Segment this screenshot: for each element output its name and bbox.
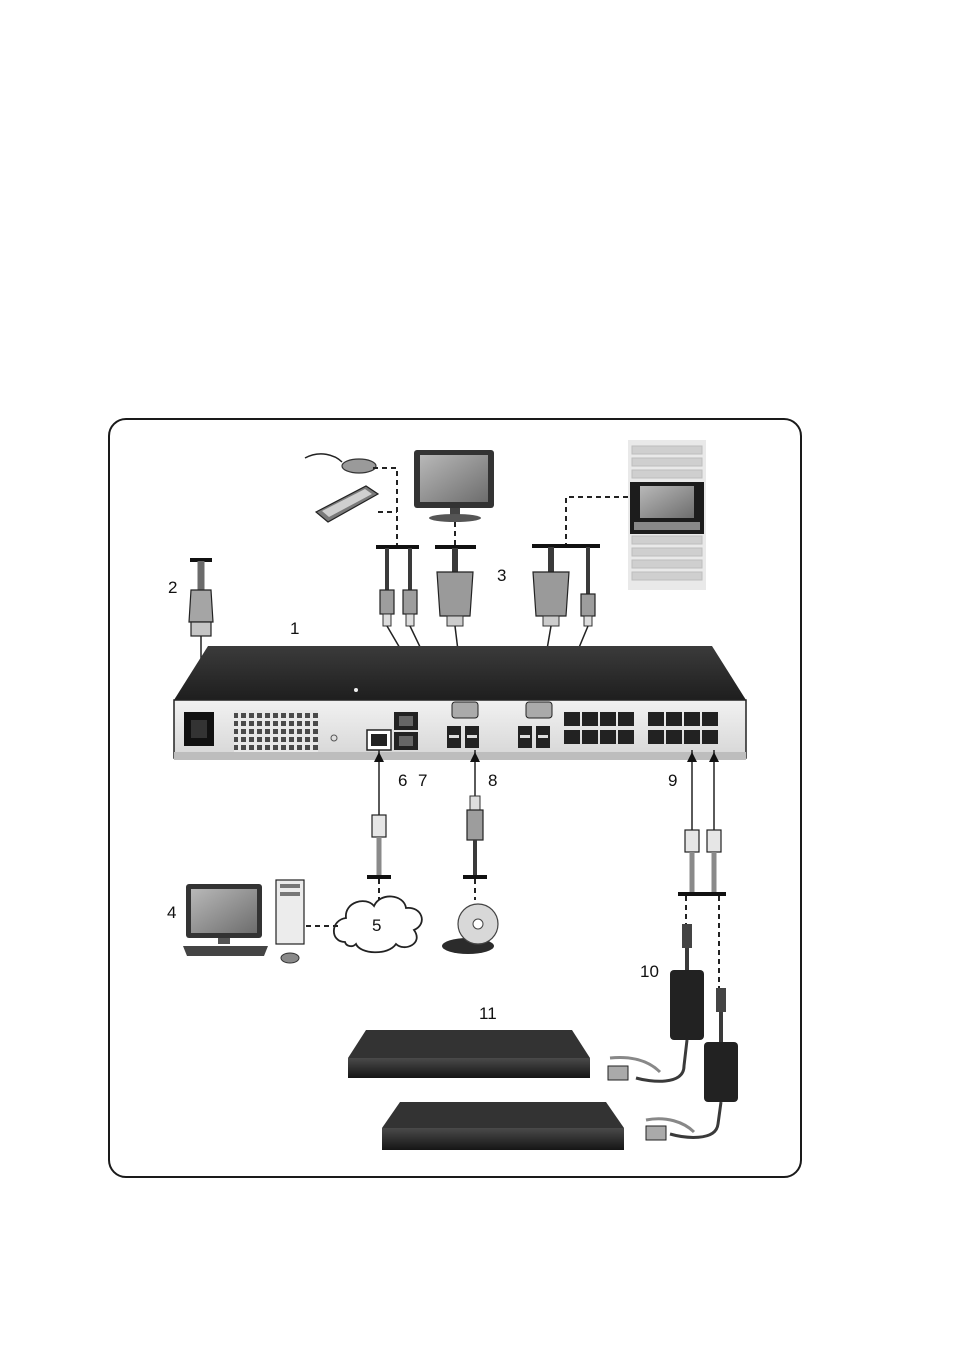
callout-1: 1 [290, 619, 299, 638]
callout-3: 3 [497, 566, 506, 585]
iq-module-1 [608, 924, 704, 1081]
callout-6: 6 [398, 771, 407, 790]
kvm-appliance [174, 646, 746, 760]
server-vga-usb-cables [533, 547, 595, 626]
keyboard-icon [316, 486, 378, 522]
callout-8: 8 [488, 771, 497, 790]
power-cord-icon [189, 560, 213, 636]
server-rack-icon [628, 440, 706, 590]
network-cable [367, 750, 391, 905]
target-server-1 [348, 1030, 590, 1078]
usb-media-cable [463, 750, 487, 900]
callout-5: 5 [372, 916, 381, 935]
callout-7: 7 [418, 771, 427, 790]
monitor-icon [414, 450, 494, 522]
remote-workstation-icon [183, 880, 304, 963]
cd-drive-icon [442, 904, 498, 954]
callout-9: 9 [668, 771, 677, 790]
mouse-icon [305, 454, 376, 473]
local-vga-cable [437, 548, 473, 626]
callout-2: 2 [168, 578, 177, 597]
local-usb-cables [380, 548, 417, 626]
callout-10: 10 [640, 962, 659, 981]
callout-11: 11 [479, 1004, 497, 1023]
callout-4: 4 [167, 903, 176, 922]
target-server-2 [382, 1102, 624, 1150]
